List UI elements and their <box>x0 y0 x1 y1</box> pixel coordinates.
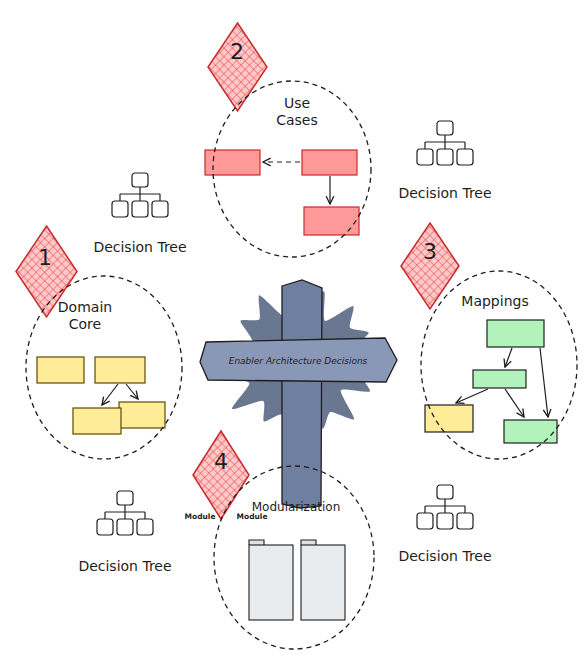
callout-diamond-outline <box>192 430 250 520</box>
region-ellipse: Mappings <box>420 270 578 460</box>
region-ellipse: Domain Core <box>25 275 183 460</box>
callout-diamond: 3 <box>400 222 460 310</box>
decision-tree-icon <box>417 121 473 165</box>
callout-number: 2 <box>230 39 244 65</box>
icon-caption: Decision Tree <box>398 548 491 565</box>
callout-diamond: 4 <box>192 430 250 520</box>
domain-boxes <box>37 357 165 434</box>
region-title: Mappings <box>461 293 528 310</box>
use-case-boxes <box>205 150 359 235</box>
module-label: Module <box>237 512 268 521</box>
decision-tree-icon <box>112 173 168 217</box>
use-case-arrows <box>263 162 330 204</box>
domain-arrows <box>102 384 138 405</box>
module-box: Module <box>248 539 294 621</box>
callout-number: 3 <box>423 239 437 265</box>
region-title: Domain Core <box>58 299 112 333</box>
module-label: Module <box>185 512 216 521</box>
region-title: Use Cases <box>276 95 318 129</box>
decision-tree-icon <box>97 491 153 535</box>
callout-diamond-outline <box>400 222 460 310</box>
icon-caption: Decision Tree <box>398 185 491 202</box>
callout-diamond-outline <box>207 22 268 112</box>
decision-tree-icon <box>417 485 473 529</box>
icon-caption: Decision Tree <box>93 239 186 256</box>
region-ellipse: Use Cases <box>212 80 372 258</box>
region-ellipse-outline <box>213 465 375 650</box>
callout-number: 4 <box>214 449 228 475</box>
module-box-outline <box>248 539 294 621</box>
region-title: Enabler Architecture Decisions <box>229 356 368 367</box>
mapping-arrows <box>456 348 548 417</box>
callout-diamond: 2 <box>207 22 268 112</box>
region-ellipse: ModularizationModuleModule <box>213 465 375 650</box>
callout-number: 1 <box>38 245 52 271</box>
icon-caption: Decision Tree <box>78 558 171 575</box>
mapping-boxes <box>425 320 557 443</box>
module-box: Module <box>300 539 346 621</box>
module-box-outline <box>300 539 346 621</box>
